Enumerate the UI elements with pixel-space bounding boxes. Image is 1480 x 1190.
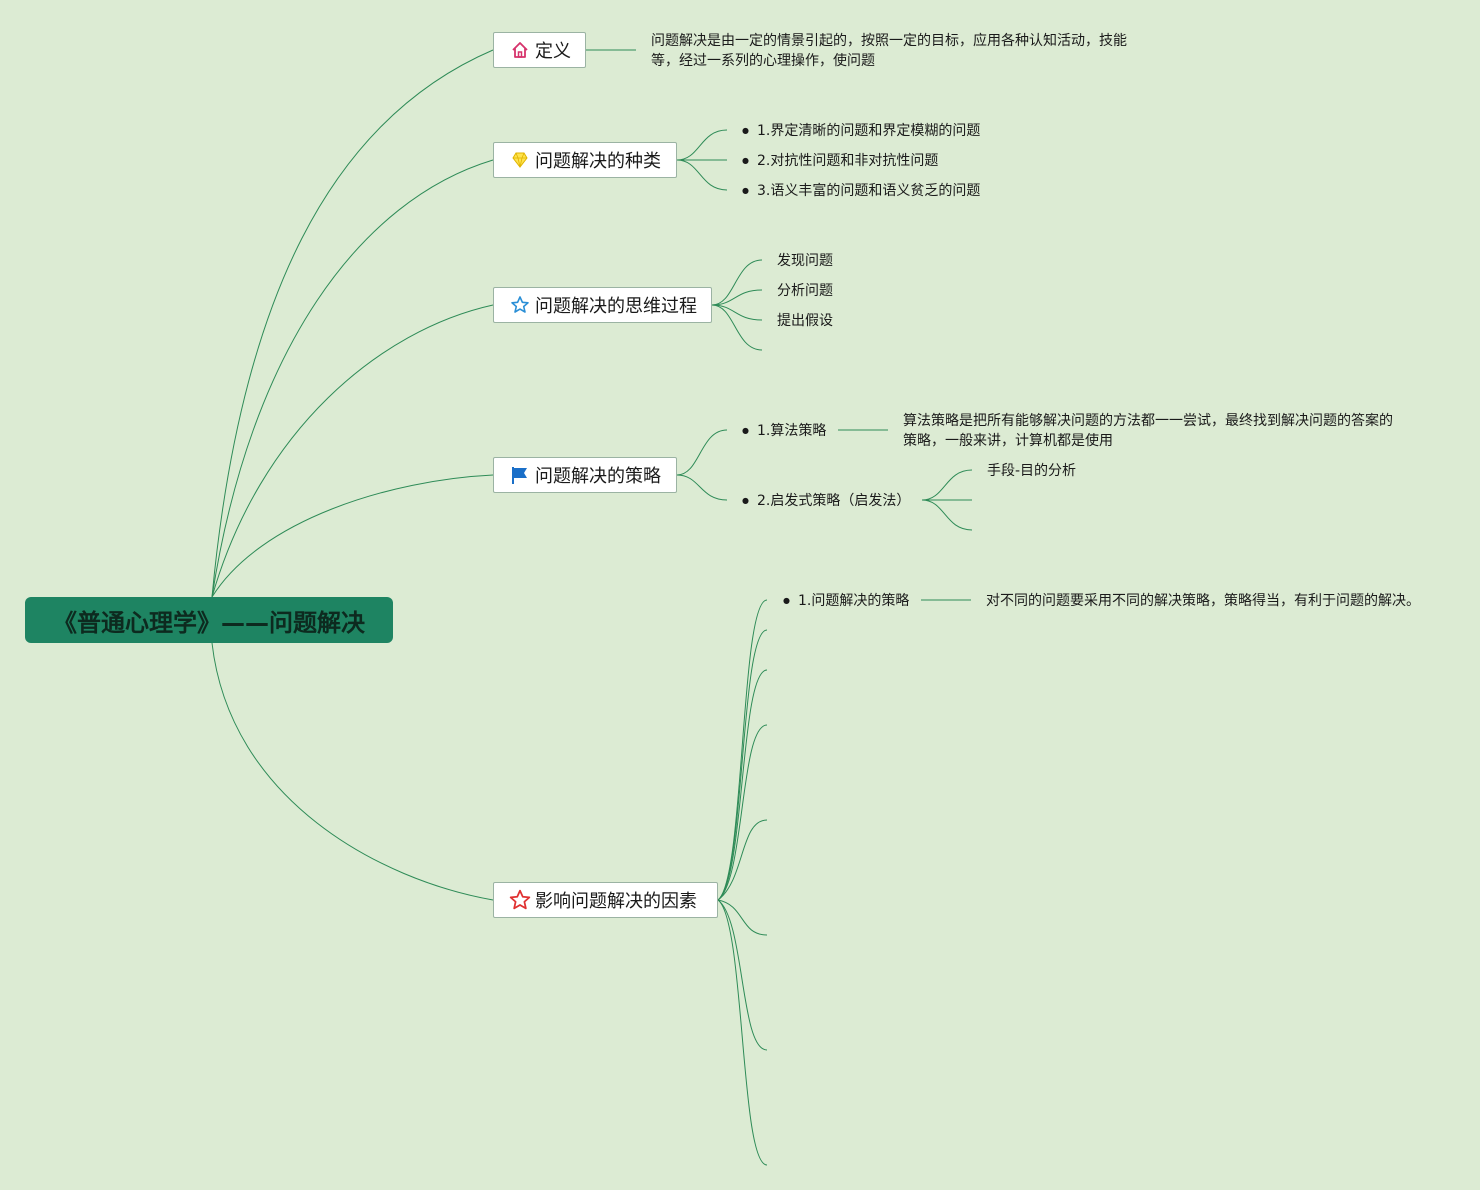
note-line: 算法策略是把所有能够解决问题的方法都一一尝试，最终找到解决问题的答案的 bbox=[903, 413, 1393, 429]
process-item-analyze[interactable]: 分析问题 bbox=[777, 283, 833, 299]
note-line: 问题解决是由一定的情景引起的，按照一定的目标，应用各种认知活动，技能 bbox=[651, 33, 1127, 49]
factors-item-strategy[interactable]: 1.问题解决的策略 bbox=[783, 591, 909, 613]
diamond-icon bbox=[509, 149, 531, 171]
connector-root-factors bbox=[211, 642, 494, 901]
topic-influencing-factors[interactable]: 影响问题解决的因素 bbox=[493, 882, 718, 918]
topic-label: 定义 bbox=[535, 41, 571, 62]
topic-types[interactable]: 问题解决的种类 bbox=[493, 142, 677, 178]
topic-label: 问题解决的种类 bbox=[535, 151, 661, 172]
flag-icon bbox=[509, 464, 531, 486]
topic-strategy[interactable]: 问题解决的策略 bbox=[493, 457, 677, 493]
connector-root-definition bbox=[211, 49, 494, 598]
types-item-2[interactable]: 2.对抗性问题和非对抗性问题 bbox=[742, 151, 938, 173]
house-icon bbox=[509, 39, 531, 61]
factors-strategy-note: 对不同的问题要采用不同的解决策略，策略得当，有利于问题的解决。 bbox=[986, 593, 1420, 609]
process-item-discover[interactable]: 发现问题 bbox=[777, 253, 833, 269]
topic-definition[interactable]: 定义 bbox=[493, 32, 586, 68]
topic-thinking-process[interactable]: 问题解决的思维过程 bbox=[493, 287, 712, 323]
star-outline-icon bbox=[509, 294, 531, 316]
note-line: 策略，一般来讲，计算机都是使用 bbox=[903, 433, 1113, 449]
types-item-1[interactable]: 1.界定清晰的问题和界定模糊的问题 bbox=[742, 121, 980, 143]
types-item-3[interactable]: 3.语义丰富的问题和语义贫乏的问题 bbox=[742, 181, 980, 203]
connector-root-strategy bbox=[211, 474, 494, 598]
heuristic-child-means-ends[interactable]: 手段-目的分析 bbox=[987, 463, 1077, 479]
definition-note: 问题解决是由一定的情景引起的，按照一定的目标，应用各种认知活动，技能 等，经过一… bbox=[651, 31, 1127, 71]
algorithm-note: 算法策略是把所有能够解决问题的方法都一一尝试，最终找到解决问题的答案的 策略，一… bbox=[903, 411, 1393, 451]
root-title: 《普通心理学》——问题解决 bbox=[53, 608, 365, 637]
strategy-item-algorithm[interactable]: 1.算法策略 bbox=[742, 421, 826, 443]
note-line: 等，经过一系列的心理操作，使问题 bbox=[651, 53, 875, 69]
topic-label: 问题解决的策略 bbox=[535, 466, 661, 487]
process-item-hypothesize[interactable]: 提出假设 bbox=[777, 313, 833, 329]
root-topic[interactable]: 《普通心理学》——问题解决 bbox=[25, 597, 393, 643]
star-red-icon bbox=[509, 889, 531, 911]
connector-root-process bbox=[211, 304, 494, 598]
topic-label: 问题解决的思维过程 bbox=[535, 296, 697, 317]
strategy-item-heuristic[interactable]: 2.启发式策略（启发法） bbox=[742, 491, 910, 513]
topic-label: 影响问题解决的因素 bbox=[535, 891, 697, 912]
connector-root-types bbox=[211, 159, 494, 598]
